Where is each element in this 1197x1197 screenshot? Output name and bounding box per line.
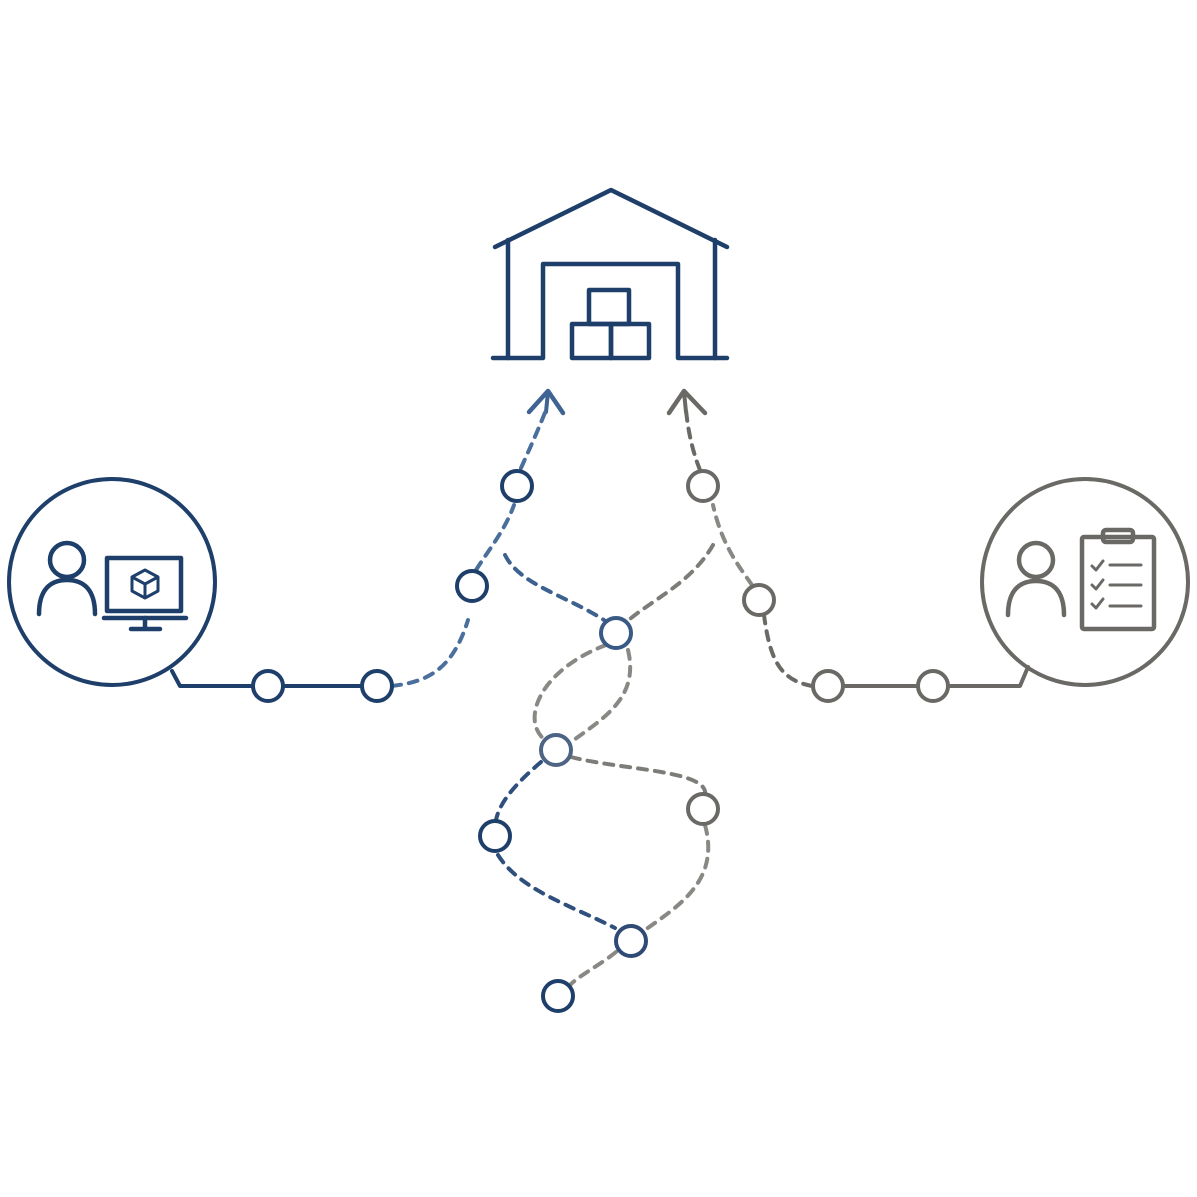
node-center-3: [686, 792, 720, 826]
arrow-stem-blue: [544, 390, 550, 414]
node-center-1: [599, 616, 633, 650]
crate-bottom-left: [569, 321, 614, 361]
right-badge-circle: [980, 477, 1190, 687]
right-dashed-path-upper: [711, 503, 754, 587]
warehouse-right-wall: [712, 237, 730, 361]
node-right-4: [686, 469, 720, 503]
node-left-1: [251, 669, 285, 703]
left-badge-circle: [7, 477, 217, 687]
tangle-blue-1: [503, 553, 606, 622]
node-right-3: [742, 583, 776, 617]
tangle-gray-6: [568, 950, 618, 987]
right-actor-badge: [980, 477, 1190, 687]
right-solid-connector: [841, 665, 1030, 688]
node-center-5: [614, 924, 648, 958]
crate-bottom-right: [608, 321, 652, 361]
crate-top: [586, 287, 632, 327]
node-right-2: [811, 669, 845, 703]
node-center-4: [478, 819, 512, 853]
monitor-icon: [101, 555, 189, 632]
left-actor-badge: [7, 477, 217, 687]
tangle-gray-5: [643, 823, 711, 932]
clipboard-icon: [1079, 527, 1157, 632]
node-left-3: [455, 569, 489, 603]
tangle-blue-2: [494, 760, 543, 822]
tangle-blue-3: [496, 853, 617, 930]
node-left-2: [360, 669, 394, 703]
tangle-gray-3: [565, 648, 632, 747]
arrow-stem-gray: [682, 390, 688, 414]
tangle-gray-4: [569, 755, 708, 797]
node-bottom: [541, 979, 575, 1013]
path-nodes: [251, 469, 950, 1013]
warehouse-door: [505, 261, 718, 361]
node-left-4: [500, 469, 534, 503]
node-center-2: [539, 733, 573, 767]
left-dashed-path-upper: [474, 503, 516, 572]
right-dashed-path: [762, 613, 814, 688]
warehouse-icon: [490, 187, 730, 361]
node-right-1: [916, 669, 950, 703]
left-solid-connector: [170, 669, 364, 688]
left-dashed-path: [390, 618, 470, 688]
right-dashed-path-top: [684, 408, 702, 472]
left-dashed-path-top: [519, 408, 548, 470]
warehouse-roof: [492, 187, 730, 250]
tangle-gray-2: [532, 643, 608, 742]
person-icon: [36, 540, 98, 617]
checklist-icon: [1090, 559, 1143, 610]
warehouse-left-wall: [490, 237, 511, 361]
person-icon: [1005, 540, 1067, 618]
cube-icon: [130, 568, 160, 600]
tangle-gray-1: [621, 543, 715, 627]
